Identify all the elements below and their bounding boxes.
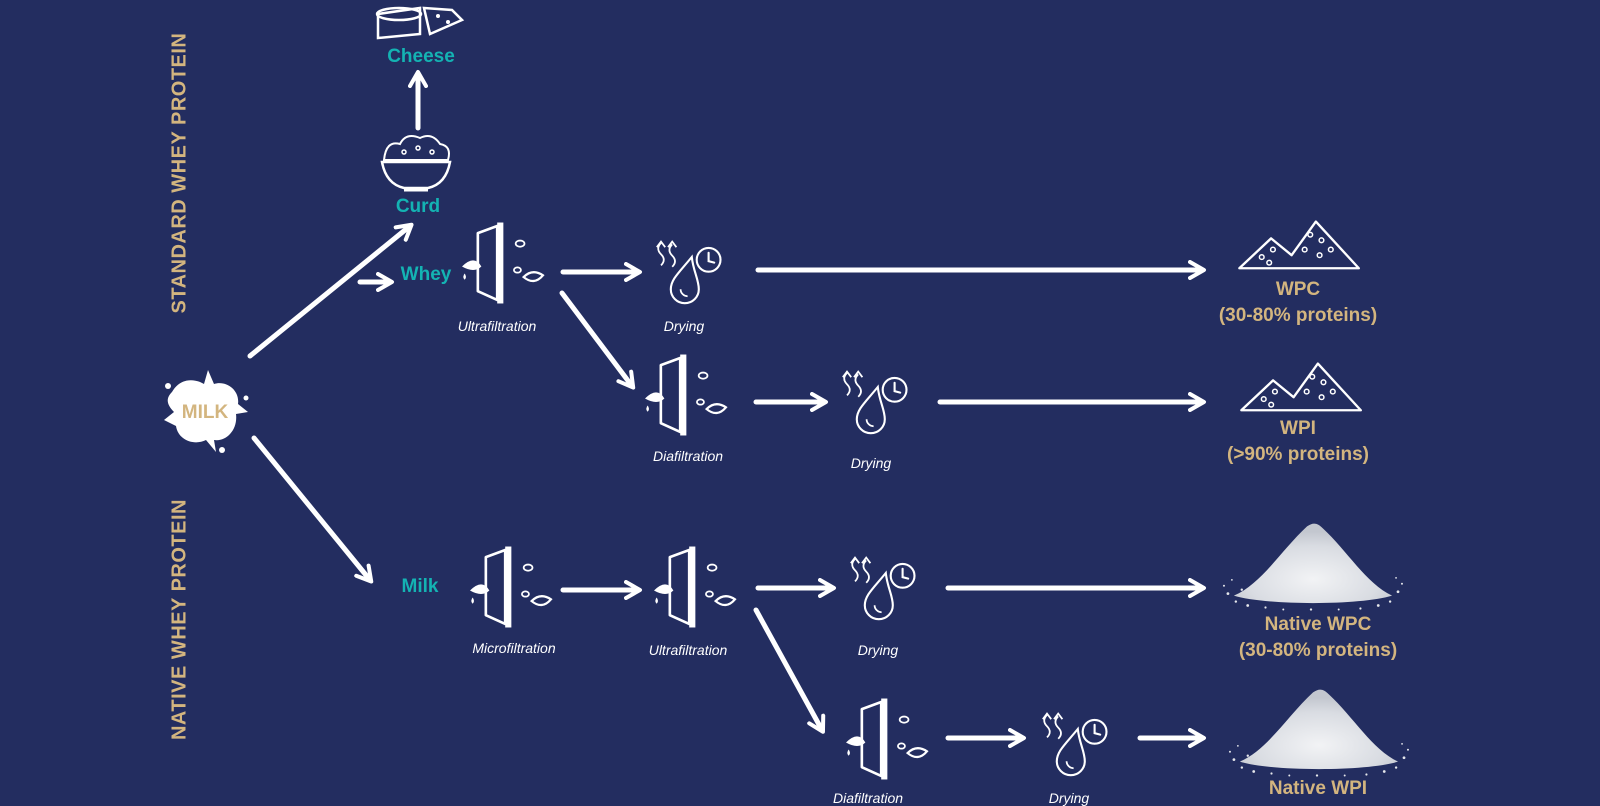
step-label-ultrafiltration: Ultrafiltration: [648, 642, 728, 658]
filtration-membrane-icon: [468, 545, 553, 629]
powder-pile-icon: [1222, 523, 1403, 611]
arrow-uf-to-diafiltration-native: [753, 607, 826, 734]
step-label-drying: Drying: [663, 318, 705, 334]
cheese-label: Cheese: [387, 46, 455, 67]
product-detail: (30-80% proteins): [1218, 305, 1378, 326]
curd-bowl-icon: [380, 135, 452, 192]
drying-icon: [1041, 712, 1108, 777]
filtration-membrane-icon: [643, 353, 728, 437]
cheese-icon: [375, 6, 465, 40]
product-detail: (30-80% proteins): [1238, 640, 1398, 661]
product-label-native-wpc: Native WPC (30-80% proteins): [1239, 612, 1397, 664]
step-label-drying: Drying: [850, 455, 892, 471]
drying-icon: [655, 240, 722, 305]
product-detail: (>90% proteins): [1226, 444, 1370, 465]
product-label-wpi: WPI (>90% proteins): [1227, 416, 1369, 468]
native-whey-protein-label: NATIVE WHEY PROTEIN: [168, 499, 191, 741]
filtration-membrane-icon: [652, 545, 737, 629]
step-label-ultrafiltration: Ultrafiltration: [457, 318, 537, 334]
standard-whey-protein-label: STANDARD WHEY PROTEIN: [168, 32, 191, 314]
powder-mound-icon: [1240, 362, 1363, 412]
step-label-diafiltration: Diafiltration: [832, 790, 904, 806]
arrow-milk-to-native: [251, 435, 374, 584]
product-label-wpc: WPC (30-80% proteins): [1219, 277, 1377, 329]
milk-source-label: MILK: [181, 402, 229, 423]
product-name: WPC: [1275, 279, 1321, 300]
step-label-drying: Drying: [1048, 790, 1090, 806]
powder-pile-icon: [1228, 689, 1409, 777]
product-name: Native WPC: [1264, 614, 1372, 635]
arrow-uf-to-diafiltration: [559, 290, 636, 390]
step-label-microfiltration: Microfiltration: [472, 640, 556, 656]
whey-label: Whey: [400, 264, 452, 285]
drying-icon: [841, 370, 908, 435]
product-name: WPI: [1280, 418, 1316, 439]
step-label-diafiltration: Diafiltration: [652, 448, 724, 464]
arrow-milk-to-curd: [247, 222, 414, 359]
product-name: Native WPI: [1268, 778, 1368, 799]
powder-mound-icon: [1238, 220, 1361, 270]
filtration-membrane-icon: [844, 697, 929, 781]
curd-label: Curd: [395, 196, 441, 217]
milk-splash-icon: [164, 370, 249, 453]
step-label-drying: Drying: [857, 642, 899, 658]
drying-icon: [849, 556, 916, 621]
product-label-native-wpi: Native WPI: [1269, 776, 1367, 802]
milk-label: Milk: [401, 576, 439, 597]
filtration-membrane-icon: [460, 221, 545, 305]
